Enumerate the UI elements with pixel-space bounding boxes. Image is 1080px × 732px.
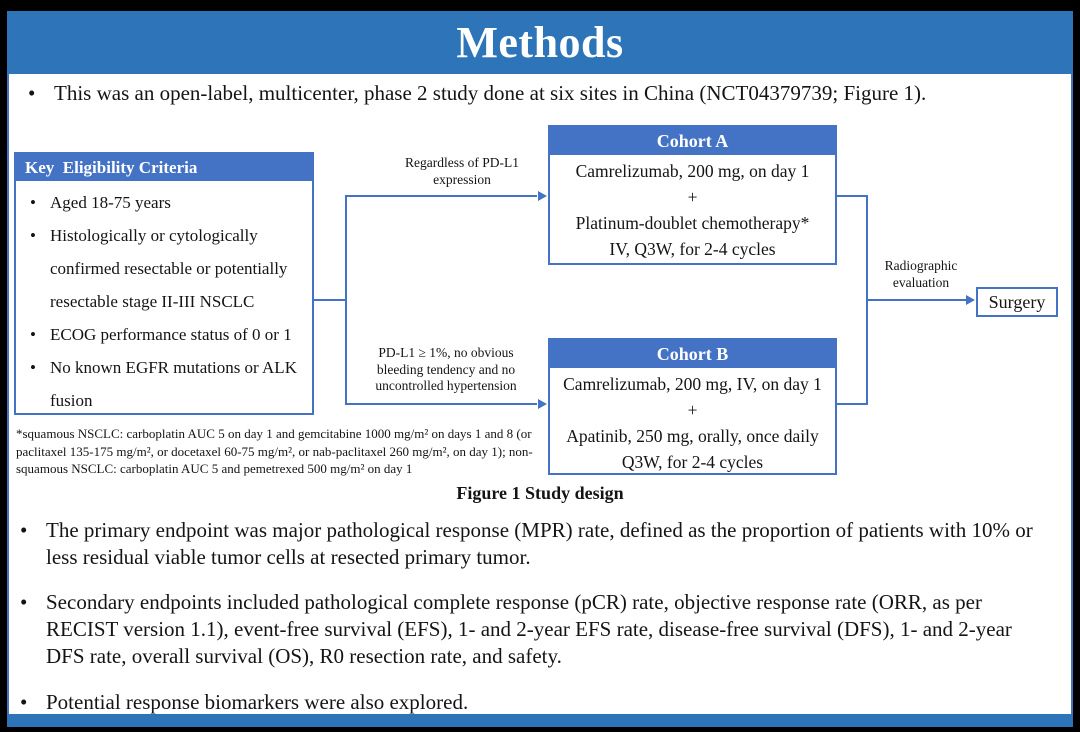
eligibility-item-text: Aged 18-75 years [50,193,171,212]
branch-label-top: Regardless of PD-L1 expression [405,155,519,187]
title-bar: Methods [7,11,1073,74]
bullet-icon: • [30,226,36,245]
cohort-b-box: Cohort B Camrelizumab, 200 mg, IV, on da… [548,338,837,475]
eligibility-header: Key Eligibility Criteria [16,154,312,181]
connector-to-surgery [866,299,966,301]
cohort-b-line: Apatinib, 250 mg, orally, once daily [566,426,819,446]
connector-to-cohort-a [345,195,537,197]
endpoint-bullet-text: Secondary endpoints included pathologica… [46,590,1012,668]
bottom-bar [7,714,1073,727]
cohort-a-box: Cohort A Camrelizumab, 200 mg, on day 1 … [548,125,837,265]
eligibility-box: Key Eligibility Criteria • Aged 18-75 ye… [14,152,314,415]
arrowhead-right-icon [538,191,547,201]
eligibility-item: • Histologically or cytologically confir… [30,219,308,318]
plus-sign: + [687,187,698,207]
cohort-a-line: Platinum-doublet chemotherapy* [575,213,810,233]
endpoint-bullet: • The primary endpoint was major patholo… [20,517,1052,571]
bullet-icon: • [30,193,36,212]
eligibility-item-text: Histologically or cytologically confirme… [50,226,288,311]
bullet-icon: • [20,690,28,714]
eligibility-list: • Aged 18-75 years • Histologically or c… [16,186,312,417]
cohort-a-line: Camrelizumab, 200 mg, on day 1 [575,161,810,181]
cohort-b-header: Cohort B [550,340,835,368]
connector-cohort-b-out [837,403,868,405]
cohort-b-line: Q3W, for 2-4 cycles [621,452,764,472]
study-footnote: *squamous NSCLC: carboplatin AUC 5 on da… [16,426,533,476]
connector-eligibility-out [313,299,346,301]
cohort-b-line: Camrelizumab, 200 mg, IV, on day 1 [563,374,822,394]
radiographic-evaluation-label: Radiographic evaluation [884,258,958,290]
cohort-a-line: IV, Q3W, for 2-4 cycles [609,239,776,259]
connector-cohort-a-out [837,195,868,197]
endpoint-bullet-text: The primary endpoint was major pathologi… [46,518,1033,569]
arrowhead-right-icon [538,399,547,409]
cohort-a-header: Cohort A [550,127,835,155]
connector-left-branch [345,195,347,405]
eligibility-item: • Aged 18-75 years [30,186,308,219]
endpoint-bullet-text: Potential response biomarkers were also … [46,690,469,714]
page-title: Methods [456,18,624,67]
eligibility-item: • ECOG performance status of 0 or 1 [30,318,308,351]
bullet-icon: • [30,358,36,377]
connector-to-cohort-b [345,403,537,405]
intro-bullet: • This was an open-label, multicenter, p… [28,80,1053,107]
bullet-icon: • [20,518,28,542]
eligibility-item-text: No known EGFR mutations or ALK fusion [50,358,297,410]
cohort-b-body: Camrelizumab, 200 mg, IV, on day 1 + Apa… [550,368,835,475]
intro-bullet-text: This was an open-label, multicenter, pha… [54,81,927,105]
endpoint-bullet: • Secondary endpoints included pathologi… [20,589,1052,670]
bullet-icon: • [30,325,36,344]
figure-caption: Figure 1 Study design [456,483,624,503]
bullet-icon: • [28,81,36,105]
branch-label-bottom: PD-L1 ≥ 1%, no obvious bleeding tendency… [375,345,517,393]
eligibility-item-text: ECOG performance status of 0 or 1 [50,325,292,344]
bullet-icon: • [20,590,28,614]
cohort-a-body: Camrelizumab, 200 mg, on day 1 + Platinu… [550,155,835,262]
plus-sign: + [687,400,698,420]
arrowhead-right-icon [966,295,975,305]
surgery-label: Surgery [988,291,1046,312]
eligibility-item: • No known EGFR mutations or ALK fusion [30,351,308,417]
endpoint-bullet: • Potential response biomarkers were als… [20,689,1052,716]
surgery-box: Surgery [976,287,1058,317]
